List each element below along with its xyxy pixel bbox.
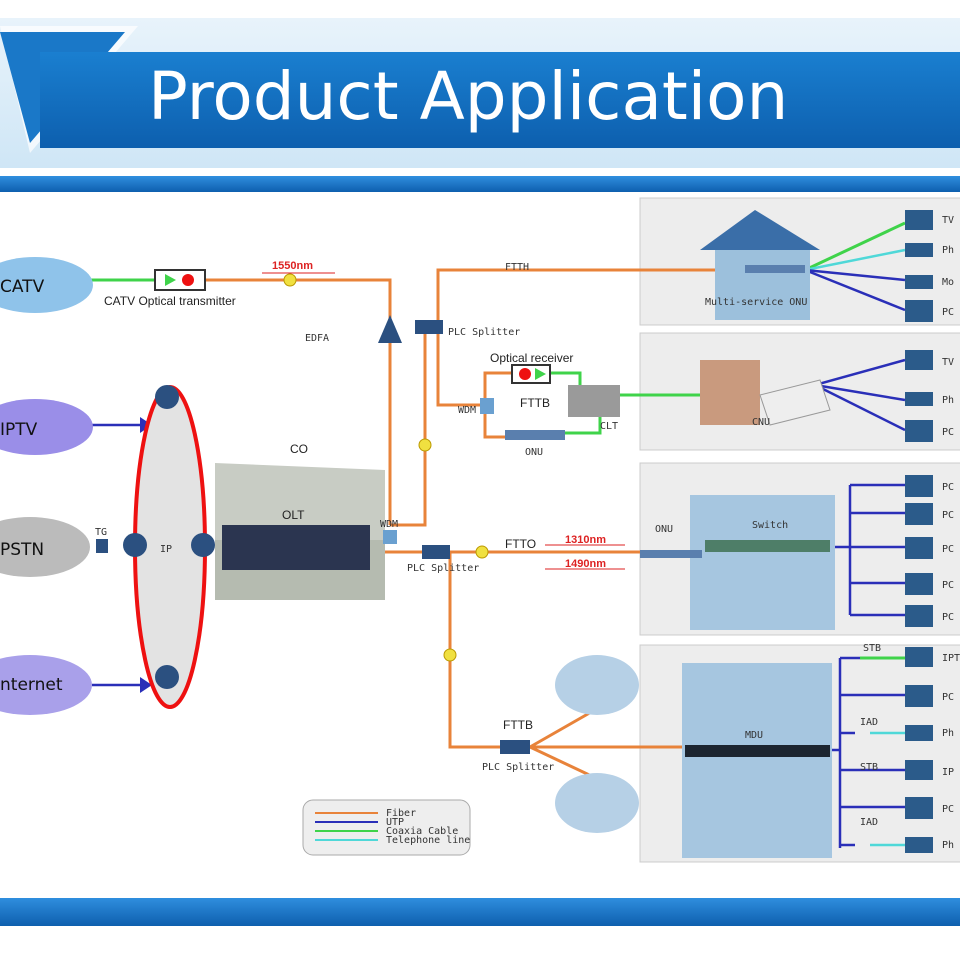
svg-text:PC: PC — [942, 692, 954, 703]
svg-text:IAD: IAD — [860, 717, 878, 728]
svg-text:UTP: UTP — [386, 817, 404, 828]
svg-text:Telephone line: Telephone line — [386, 835, 470, 846]
svg-text:IPTV: IPTV — [0, 420, 38, 440]
svg-text:IP: IP — [942, 767, 954, 778]
svg-text:1310nm: 1310nm — [565, 534, 606, 546]
svg-text:PC: PC — [942, 580, 954, 591]
co-building — [215, 463, 385, 600]
svg-text:PLC Splitter: PLC Splitter — [407, 563, 479, 574]
svg-text:Multi-service ONU: Multi-service ONU — [705, 297, 807, 308]
plc-splitter-icon — [415, 320, 443, 334]
fiber-lines — [205, 268, 745, 782]
router-icons — [96, 385, 215, 689]
svg-text:PC: PC — [942, 612, 954, 623]
svg-text:TG: TG — [95, 527, 107, 538]
svg-text:PLC Splitter: PLC Splitter — [448, 327, 520, 338]
svg-text:FTTH: FTTH — [505, 262, 529, 273]
svg-text:PC: PC — [942, 510, 954, 521]
svg-text:EDFA: EDFA — [305, 333, 329, 344]
mdu-building-icon — [682, 663, 832, 858]
svg-text:STB: STB — [860, 762, 878, 773]
svg-text:PSTN: PSTN — [0, 540, 44, 560]
svg-text:CLT: CLT — [600, 421, 618, 432]
svg-text:PC: PC — [942, 804, 954, 815]
svg-text:Ph: Ph — [942, 395, 954, 406]
clt-device — [568, 385, 620, 417]
page-title: Product Application — [148, 58, 789, 135]
svg-text:PC: PC — [942, 307, 954, 318]
connector-icon — [283, 273, 297, 287]
svg-text:CO: CO — [290, 442, 308, 456]
svg-text:PLC Splitter: PLC Splitter — [482, 762, 554, 773]
svg-text:Ph: Ph — [942, 840, 954, 851]
svg-text:FTTB: FTTB — [503, 718, 533, 732]
cloud-iptv: IPTV — [0, 399, 93, 455]
svg-text:Ph: Ph — [942, 245, 954, 256]
svg-text:Optical receiver: Optical receiver — [490, 351, 573, 365]
office-building-icon — [690, 495, 835, 630]
cloud-pstn: PSTN — [0, 517, 90, 577]
svg-text:CATV: CATV — [0, 277, 45, 297]
svg-text:TV: TV — [942, 215, 954, 226]
onu-device — [505, 430, 565, 440]
user-icon — [555, 655, 639, 715]
svg-text:Fiber: Fiber — [386, 808, 416, 819]
svg-text:Switch: Switch — [752, 520, 788, 531]
utp-lines — [92, 268, 906, 848]
svg-text:TV: TV — [942, 357, 954, 368]
svg-text:ONU: ONU — [655, 524, 673, 535]
header-rule — [0, 176, 960, 192]
svg-text:IAD: IAD — [860, 817, 878, 828]
svg-text:IPT: IPT — [942, 653, 960, 664]
legend: Fiber UTP Coaxia Cable Telephone line — [302, 799, 471, 856]
telephone-lines — [804, 248, 906, 847]
svg-text:Ph: Ph — [942, 728, 954, 739]
svg-text:MDU: MDU — [745, 730, 763, 741]
svg-text:STB: STB — [863, 643, 881, 654]
svg-text:1550nm: 1550nm — [272, 260, 313, 272]
svg-text:CNU: CNU — [752, 417, 770, 428]
cloud-catv: CATV — [0, 257, 93, 313]
house-icon — [715, 250, 810, 320]
house-icon — [700, 360, 760, 425]
svg-text:FTTO: FTTO — [505, 537, 536, 551]
svg-text:OLT: OLT — [282, 508, 305, 522]
wdm-icon — [383, 530, 397, 544]
svg-text:Internet: Internet — [0, 675, 63, 695]
svg-text:WDM: WDM — [380, 519, 398, 530]
svg-text:PC: PC — [942, 427, 954, 438]
user-icon — [555, 773, 639, 833]
svg-text:CATV Optical transmitter: CATV Optical transmitter — [104, 294, 236, 308]
svg-text:PC: PC — [942, 482, 954, 493]
svg-text:Coaxia Cable: Coaxia Cable — [386, 826, 458, 837]
svg-text:WDM: WDM — [458, 405, 476, 416]
network-diagram: CATV IPTV PSTN Internet IP TG CO OLT WDM… — [0, 197, 960, 863]
svg-text:Mo: Mo — [942, 277, 954, 288]
device-icons — [905, 210, 933, 853]
cloud-internet: Internet — [0, 655, 92, 715]
svg-text:PC: PC — [942, 544, 954, 555]
svg-text:ONU: ONU — [525, 447, 543, 458]
footer-bar — [0, 898, 960, 926]
edfa-icon — [378, 315, 402, 343]
header-banner — [40, 52, 960, 148]
svg-text:FTTB: FTTB — [520, 396, 550, 410]
svg-text:1490nm: 1490nm — [565, 558, 606, 570]
catv-optical-transmitter — [154, 269, 206, 291]
svg-text:IP: IP — [160, 544, 172, 555]
